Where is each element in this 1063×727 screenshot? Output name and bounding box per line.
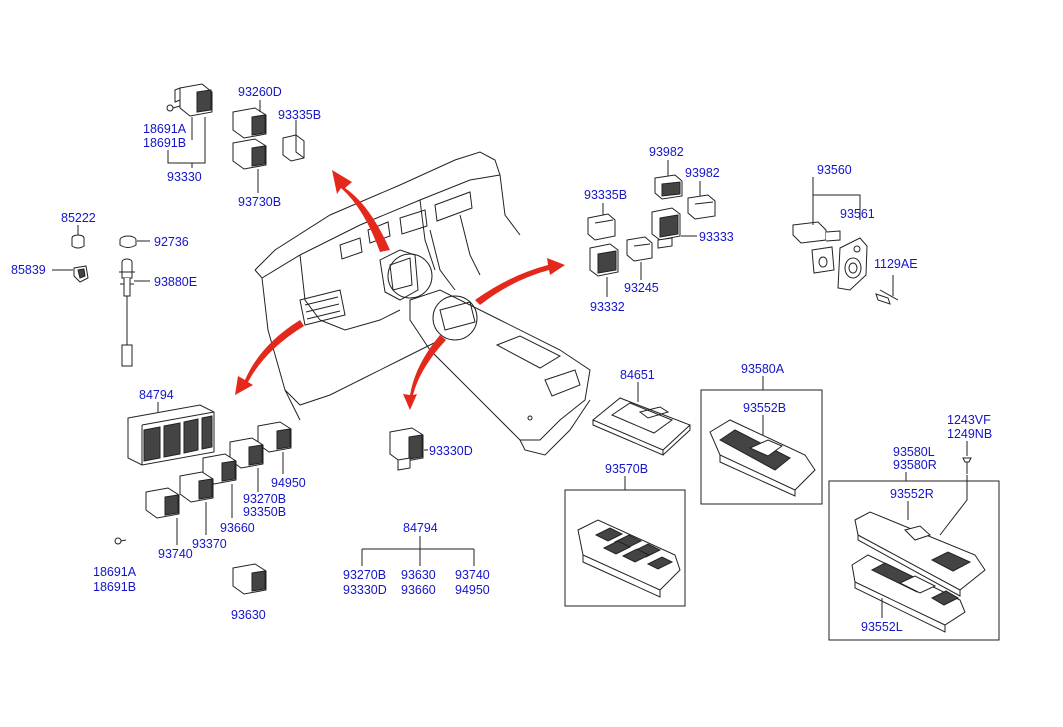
label-93333[interactable]: 93333	[699, 230, 734, 244]
leader-84794-center	[361, 536, 475, 566]
label-93660-left[interactable]: 93660	[220, 521, 255, 535]
label-93570B[interactable]: 93570B	[605, 462, 648, 476]
label-85839[interactable]: 85839	[11, 263, 46, 277]
part-93245-switch	[626, 236, 653, 262]
part-84651-bezel	[592, 397, 691, 456]
label-93335B-top[interactable]: 93335B	[278, 108, 321, 122]
label-93580L[interactable]: 93580L	[893, 445, 935, 459]
label-84794-center[interactable]: 84794	[403, 521, 438, 535]
label-93561[interactable]: 93561	[840, 207, 875, 221]
part-85839-clip	[73, 265, 89, 283]
label-93560[interactable]: 93560	[817, 163, 852, 177]
part-93561-bracket	[837, 237, 868, 291]
label-93270B-left[interactable]: 93270B	[243, 492, 286, 506]
arrow-to-center-switch	[403, 335, 446, 410]
part-93330-switch	[174, 83, 213, 117]
label-93330D-list[interactable]: 93330D	[343, 583, 387, 597]
part-93332-switch	[589, 243, 619, 277]
leader-1243VF-1249NB	[939, 441, 968, 536]
part-93330D-switch	[389, 427, 424, 471]
label-92736[interactable]: 92736	[154, 235, 189, 249]
label-18691B-top[interactable]: 18691B	[143, 136, 186, 150]
part-1243VF-screw	[962, 457, 972, 474]
label-93740-list[interactable]: 93740	[455, 568, 490, 582]
part-18691-screw-bottom	[114, 537, 127, 545]
label-18691A-bottom[interactable]: 18691A	[93, 565, 137, 579]
label-94950-left[interactable]: 94950	[271, 476, 306, 490]
part-93370-switch	[179, 471, 214, 503]
part-93552R-switch-cover	[854, 511, 986, 597]
leader-93730B	[257, 100, 261, 193]
group-box-93580A	[700, 389, 823, 505]
part-93333-switch	[651, 207, 681, 249]
label-18691A-top[interactable]: 18691A	[143, 122, 187, 136]
part-number-labels: 93260D 93335B 18691A 18691B 93330 93730B…	[11, 85, 992, 634]
label-93552R[interactable]: 93552R	[890, 487, 934, 501]
label-93740-left[interactable]: 93740	[158, 547, 193, 561]
label-1129AE[interactable]: 1129AE	[874, 257, 918, 271]
label-93350B[interactable]: 93350B	[243, 505, 286, 519]
leader-93330	[167, 117, 206, 168]
arrow-to-left-switches	[235, 320, 304, 395]
label-94950-list[interactable]: 94950	[455, 583, 490, 597]
label-93630-list[interactable]: 93630	[401, 568, 436, 582]
label-93245[interactable]: 93245	[624, 281, 659, 295]
label-93982-b[interactable]: 93982	[685, 166, 720, 180]
label-93730B[interactable]: 93730B	[238, 195, 281, 209]
label-93552L[interactable]: 93552L	[861, 620, 903, 634]
label-18691B-bottom[interactable]: 18691B	[93, 580, 136, 594]
label-85222[interactable]: 85222	[61, 211, 96, 225]
label-93630-left[interactable]: 93630	[231, 608, 266, 622]
label-93982-a[interactable]: 93982	[649, 145, 684, 159]
label-93270B-list[interactable]: 93270B	[343, 568, 386, 582]
leader-93560	[812, 177, 861, 225]
part-93982-switch-a	[654, 174, 683, 200]
callout-arrows	[235, 170, 565, 410]
label-93330D-center[interactable]: 93330D	[429, 444, 473, 458]
part-93630-switch-left	[232, 563, 267, 595]
part-18691-screw-top	[166, 104, 181, 112]
part-93982-switch-b	[687, 194, 716, 220]
label-93370[interactable]: 93370	[192, 537, 227, 551]
part-93560-door-switch	[792, 221, 841, 274]
label-93580R[interactable]: 93580R	[893, 458, 937, 472]
part-93552L-switch	[851, 554, 966, 633]
part-93880E-sensor	[119, 258, 135, 367]
part-93335B-clip-top	[282, 134, 305, 162]
part-93730B-switch	[232, 138, 267, 170]
part-84794-switch-bank	[127, 404, 215, 466]
dashboard-drawing	[254, 151, 591, 456]
label-93335B-right[interactable]: 93335B	[584, 188, 627, 202]
part-93580A-window-switch	[709, 419, 816, 497]
group-box-93580L-93580R	[828, 480, 1000, 641]
arrow-to-top-switches	[332, 170, 390, 252]
label-93580A[interactable]: 93580A	[741, 362, 785, 376]
part-93260D-switch	[232, 107, 267, 139]
label-93330[interactable]: 93330	[167, 170, 202, 184]
part-85222-plug	[71, 234, 85, 249]
part-1129AE-screw	[875, 289, 899, 305]
label-93332[interactable]: 93332	[590, 300, 625, 314]
label-93552B[interactable]: 93552B	[743, 401, 786, 415]
part-93570B-master-switch	[577, 519, 681, 598]
label-1243VF[interactable]: 1243VF	[947, 413, 991, 427]
part-92736-cap	[119, 235, 137, 248]
part-94950-switch-left	[257, 421, 292, 453]
label-93660-list[interactable]: 93660	[401, 583, 436, 597]
arrow-to-right-switches	[475, 258, 565, 305]
part-93335B-switch-right	[587, 213, 616, 241]
label-84794-left[interactable]: 84794	[139, 388, 174, 402]
label-1249NB[interactable]: 1249NB	[947, 427, 992, 441]
label-84651[interactable]: 84651	[620, 368, 655, 382]
part-93740-switch-left	[145, 487, 180, 519]
label-93260D[interactable]: 93260D	[238, 85, 282, 99]
label-93880E[interactable]: 93880E	[154, 275, 197, 289]
